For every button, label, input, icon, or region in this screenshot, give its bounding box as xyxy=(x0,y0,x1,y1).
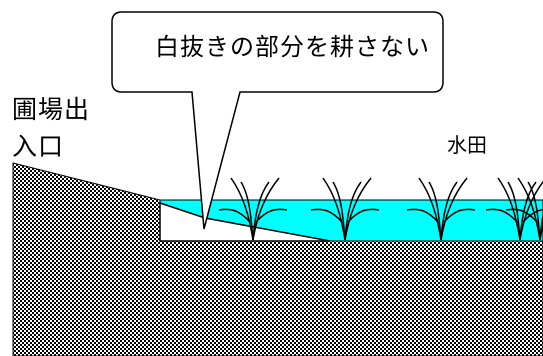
rice-leaf xyxy=(347,208,380,223)
rice-leaf xyxy=(344,177,372,241)
rice-leaf xyxy=(406,208,439,223)
callout-text: 白抜きの部分を耕さない xyxy=(155,33,430,61)
field-entrance-label-line1: 圃場出 xyxy=(12,95,91,124)
rice-plant xyxy=(406,177,476,241)
rice-plant xyxy=(485,177,543,241)
rice-leaf xyxy=(539,222,543,241)
rice-leaf xyxy=(218,208,251,223)
rice-leaf xyxy=(332,181,346,241)
rice-leaf xyxy=(485,208,518,223)
rice-leaf xyxy=(428,181,442,241)
rice-plant xyxy=(310,177,380,241)
rice-leaf xyxy=(522,208,543,223)
rice-plant xyxy=(218,177,288,241)
rice-leaf xyxy=(505,208,538,223)
rice-leaf xyxy=(310,208,343,223)
rice-leaf xyxy=(527,181,541,241)
paddy-field-label: 水田 xyxy=(447,133,487,157)
rice-leaf xyxy=(252,177,280,241)
rice-leaf xyxy=(240,181,254,241)
field-entrance-label-line2: 入口 xyxy=(12,132,65,161)
callout-bubble xyxy=(111,11,444,230)
rice-leaf xyxy=(440,177,468,241)
rice-plants xyxy=(218,177,543,241)
rice-leaf xyxy=(507,181,521,241)
rice-leaf xyxy=(519,180,543,241)
rice-leaf xyxy=(255,208,288,223)
untilled-area xyxy=(159,201,331,242)
rice-plant xyxy=(505,177,543,241)
soil-ground xyxy=(12,162,543,356)
rice-leaf xyxy=(443,208,476,223)
